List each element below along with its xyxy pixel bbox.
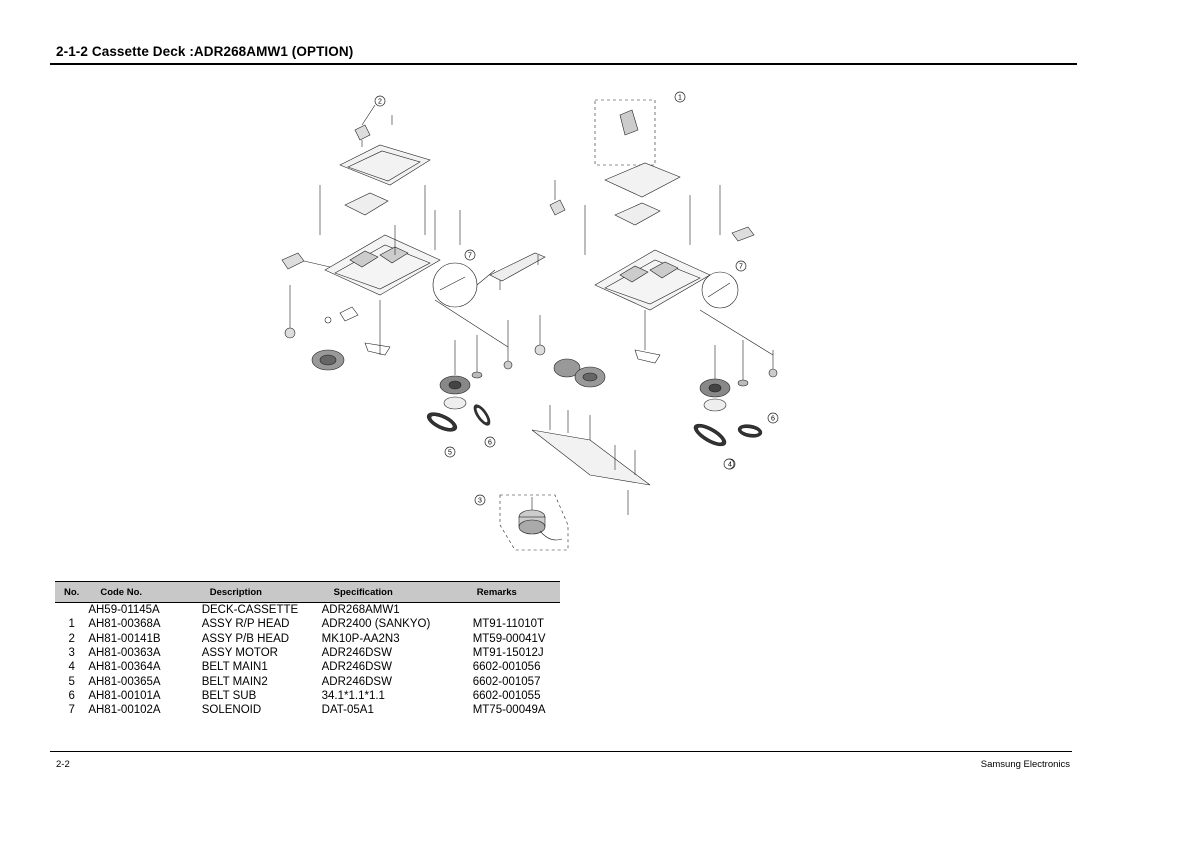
cell-specification: MK10P-AA2N3: [321, 632, 400, 645]
callout-1: 1: [678, 95, 682, 102]
cell-specification: ADR246DSW: [321, 647, 392, 660]
table-row: 5 AH81-00365A BELT MAIN2 ADR246DSW 6602-…: [55, 674, 560, 688]
table-row: 1 AH81-00368A ASSY R/P HEAD ADR2400 (SAN…: [55, 617, 560, 631]
cell-description: DECK-CASSETTE: [201, 604, 299, 617]
cell-code: AH81-00141B: [88, 632, 161, 645]
cell-remarks: 6602-001057: [472, 675, 541, 688]
col-header-specification: Specification: [321, 581, 473, 603]
cell-specification: 34.1*1.1*1.1: [321, 689, 385, 702]
cell-no: 6: [68, 689, 75, 702]
table-row: 7 AH81-00102A SOLENOID DAT-05A1 MT75-000…: [55, 703, 560, 717]
exploded-view-diagram: 1 2 3 4 5 6 7 7 6: [281, 91, 779, 551]
cell-code: AH81-00365A: [88, 675, 161, 688]
col-header-description: Description: [201, 581, 322, 603]
parts-table: No. Code No. Description Specification R…: [55, 581, 560, 717]
cell-remarks: [473, 603, 560, 618]
cell-description: ASSY R/P HEAD: [201, 618, 290, 631]
callout-5: 5: [448, 450, 452, 457]
cell-no: 2: [68, 632, 75, 645]
cell-description: BELT MAIN2: [201, 675, 268, 688]
cell-specification: ADR246DSW: [321, 675, 392, 688]
callout-7-left: 7: [468, 253, 472, 260]
table-row: 3 AH81-00363A ASSY MOTOR ADR246DSW MT91-…: [55, 646, 560, 660]
page-number: 2-2: [56, 759, 70, 770]
col-header-no: No.: [55, 581, 89, 603]
cell-no: 5: [68, 675, 75, 688]
cell-code: AH81-00102A: [88, 704, 161, 717]
callout-7-right: 7: [739, 264, 743, 271]
bottom-chassis-plate: [531, 405, 651, 515]
cell-description: ASSY MOTOR: [201, 647, 278, 660]
cell-code: AH81-00364A: [88, 661, 161, 674]
footer-rule: [50, 751, 1072, 752]
header-rule: [50, 63, 1077, 65]
cell-description: ASSY P/B HEAD: [201, 632, 290, 645]
cell-code: AH59-01145A: [88, 604, 160, 617]
cell-specification: ADR2400 (SANKYO): [321, 618, 431, 631]
cell-remarks: MT75-00049A: [472, 704, 546, 717]
cell-specification: DAT-05A1: [321, 704, 374, 717]
callout-4: 4: [728, 462, 732, 469]
table-row: 6 AH81-00101A BELT SUB 34.1*1.1*1.1 6602…: [55, 689, 560, 703]
right-deck-assembly: [534, 99, 778, 447]
cell-code: AH81-00101A: [88, 689, 161, 702]
page-title: 2-1-2 Cassette Deck :ADR268AMW1 (OPTION): [56, 44, 354, 59]
motor-assembly: [499, 494, 569, 551]
table-row: 2 AH81-00141B ASSY P/B HEAD MK10P-AA2N3 …: [55, 632, 560, 646]
company-name: Samsung Electronics: [980, 759, 1070, 770]
table-header-row: No. Code No. Description Specification R…: [55, 581, 560, 603]
table-row: AH59-01145A DECK-CASSETTE ADR268AMW1: [55, 603, 560, 618]
callout-3: 3: [478, 498, 482, 505]
cell-remarks: MT91-15012J: [472, 647, 544, 660]
cell-no: 7: [68, 704, 75, 717]
left-deck-assembly: [281, 104, 546, 432]
col-header-remarks: Remarks: [472, 581, 560, 603]
callout-6: 6: [488, 440, 492, 447]
cell-no: 3: [68, 647, 75, 660]
cell-description: BELT SUB: [201, 689, 257, 702]
cell-no: [55, 603, 88, 618]
callout-6-right: 6: [771, 416, 775, 423]
col-header-code: Code No.: [88, 581, 202, 603]
cell-description: SOLENOID: [201, 704, 262, 717]
cell-description: BELT MAIN1: [201, 661, 268, 674]
callout-2: 2: [378, 99, 382, 106]
cell-code: AH81-00363A: [88, 647, 161, 660]
cell-remarks: 6602-001055: [472, 689, 541, 702]
cell-specification: ADR268AMW1: [321, 604, 400, 617]
cell-no: 1: [68, 618, 75, 631]
cell-remarks: 6602-001056: [472, 661, 541, 674]
cell-remarks: MT59-00041V: [472, 632, 546, 645]
cell-remarks: MT91-11010T: [472, 618, 545, 631]
cell-code: AH81-00368A: [88, 618, 161, 631]
cell-specification: ADR246DSW: [321, 661, 392, 674]
table-row: 4 AH81-00364A BELT MAIN1 ADR246DSW 6602-…: [55, 660, 560, 674]
cell-no: 4: [68, 661, 75, 674]
